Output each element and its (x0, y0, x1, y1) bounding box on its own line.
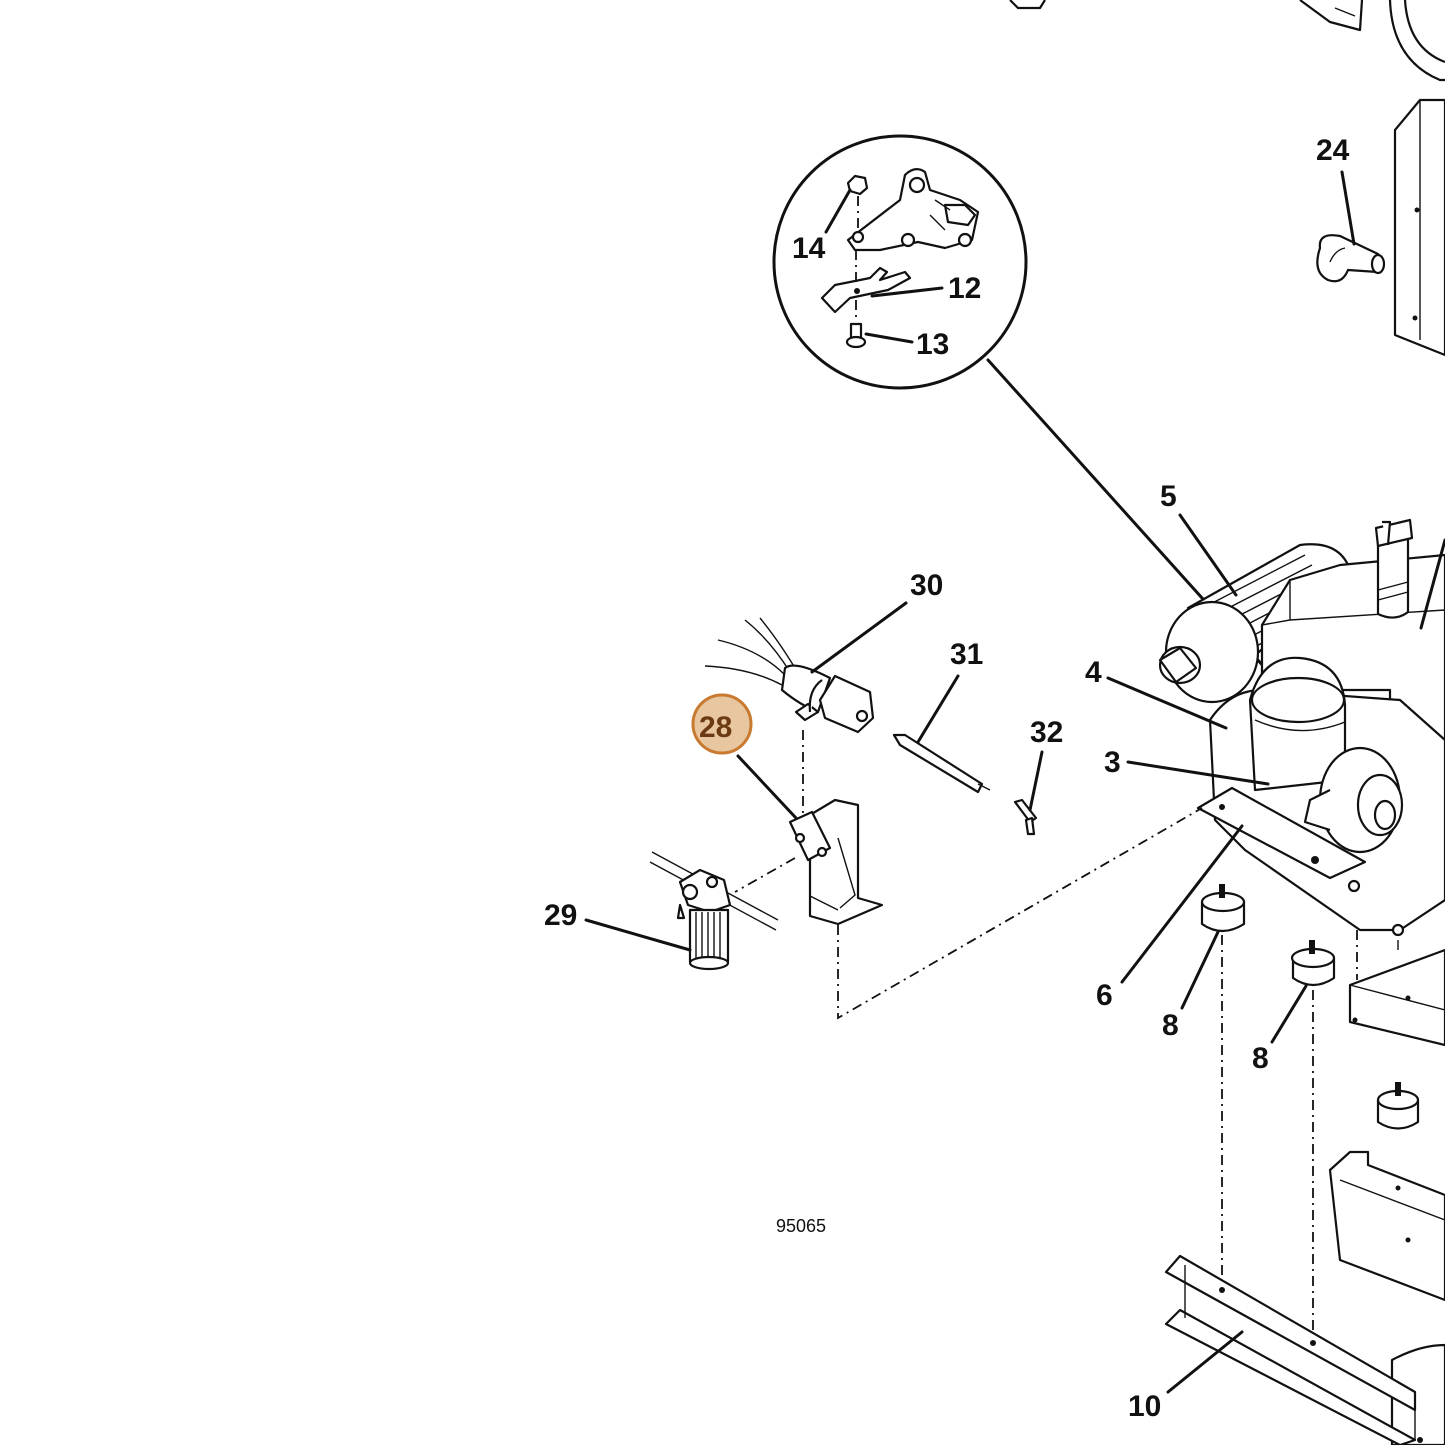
callout-13[interactable]: 13 (916, 328, 949, 361)
callout-12[interactable]: 12 (948, 272, 981, 305)
top-right-housing (1388, 0, 1445, 357)
top-fragment-block (1299, 0, 1364, 32)
bracket-to-filter-line (734, 857, 796, 893)
callout-24[interactable]: 24 (1316, 134, 1350, 167)
part-10-frame-rail (1164, 1254, 1423, 1445)
callout-10[interactable]: 10 (1128, 1390, 1161, 1423)
callout-3[interactable]: 3 (1104, 746, 1121, 779)
engine-assembly (1158, 518, 1445, 1047)
part-8-mount-right (1290, 940, 1336, 987)
callout-4[interactable]: 4 (1085, 656, 1102, 689)
top-fragment-left (1009, 0, 1046, 10)
part-29-fuel-filter (649, 851, 779, 971)
callout-31[interactable]: 31 (950, 638, 983, 671)
callout-6[interactable]: 6 (1096, 979, 1113, 1012)
callout-14[interactable]: 14 (792, 232, 826, 265)
callout-8-right[interactable]: 8 (1252, 1042, 1269, 1075)
leader-lines (584, 170, 1445, 1394)
callout-5[interactable]: 5 (1160, 480, 1177, 513)
callout-8-left[interactable]: 8 (1162, 1009, 1179, 1042)
callout-29[interactable]: 29 (544, 899, 577, 932)
base-housing (1328, 1150, 1445, 1445)
part-24-elbow (1316, 234, 1386, 283)
detail-circle (772, 134, 1028, 390)
callout-28[interactable]: 28 (699, 711, 732, 744)
part-32-pin (1013, 798, 1038, 836)
part-31-rod (892, 733, 991, 794)
part-8-mount-left (1200, 884, 1246, 933)
part-30-solenoid (704, 617, 875, 734)
callout-30[interactable]: 30 (910, 569, 943, 602)
part-8-mount-far (1376, 1082, 1420, 1130)
callout-32[interactable]: 32 (1030, 716, 1063, 749)
callout-28-highlight[interactable] (691, 693, 753, 755)
drawing-number: 95065 (776, 1216, 826, 1236)
bracket-to-plate-line (837, 807, 1203, 1020)
part-28-bracket (788, 798, 884, 926)
